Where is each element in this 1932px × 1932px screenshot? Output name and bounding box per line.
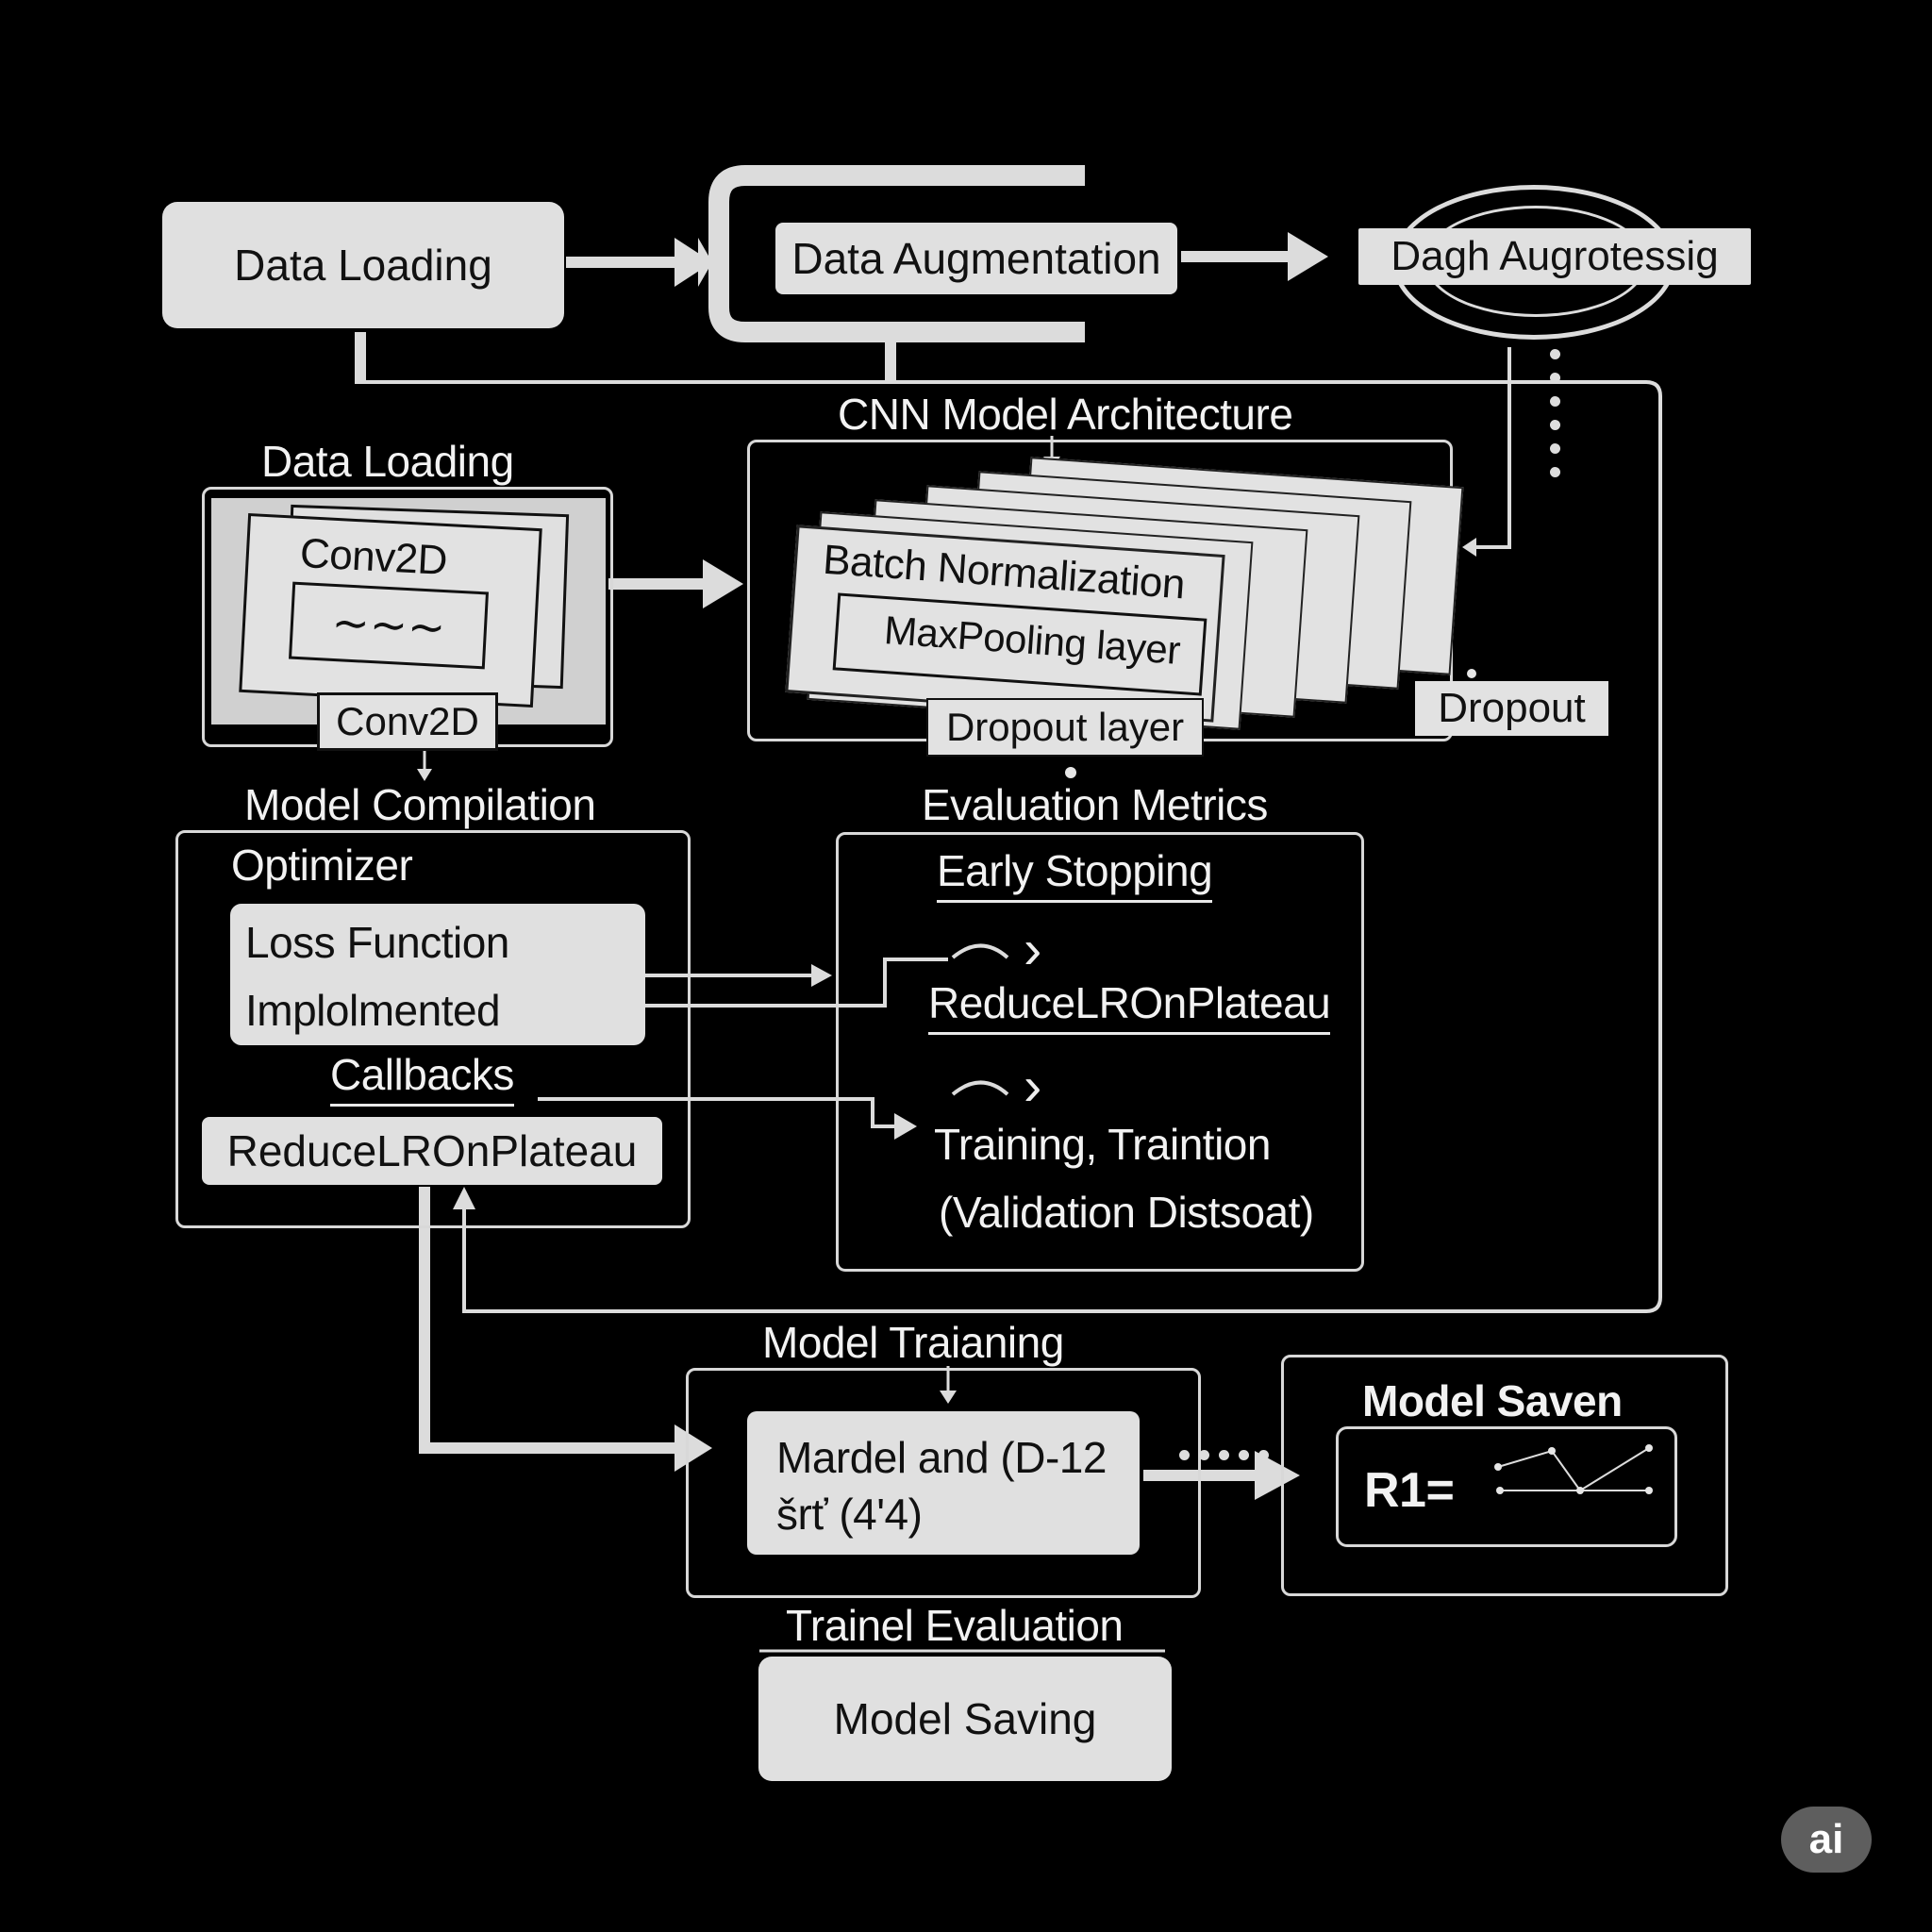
model-training-panel: [686, 1368, 1201, 1598]
loss-function-label: Loss Function: [245, 918, 509, 967]
ai-badge: ai: [1781, 1807, 1872, 1873]
wave-box: ∼∼∼: [288, 581, 490, 670]
dropout-label: Dropout: [1438, 685, 1586, 731]
conv2d-bottom-label: Conv2D: [336, 699, 479, 743]
optimizer-label: Optimizer: [231, 841, 413, 890]
r1-formula-label: R1=: [1364, 1463, 1455, 1518]
dropout-box: Dropout: [1415, 681, 1608, 736]
dropout-layer-box: Dropout layer: [926, 698, 1204, 757]
model-saving-box: Model Saving: [758, 1657, 1172, 1781]
conv2d-top-label: Conv2D: [298, 529, 449, 585]
callbacks-label: Callbacks: [330, 1049, 514, 1107]
implolmented-label: Implolmented: [245, 986, 501, 1035]
vertical-dots: [1550, 349, 1561, 477]
dagh-augrotessig-box: Dagh Augrotessig: [1358, 228, 1751, 285]
eval-reduce-lr-label: ReduceLROnPlateau: [928, 977, 1331, 1035]
dropout-layer-label: Dropout layer: [945, 705, 1185, 749]
horizontal-dots: [1179, 1450, 1269, 1460]
chevron-right-icon: ›: [1024, 1056, 1042, 1117]
model-saven-panel: [1281, 1355, 1728, 1596]
cnn-architecture-title: CNN Model Architecture: [838, 390, 1293, 439]
early-stopping-label: Early Stopping: [937, 845, 1213, 903]
model-training-line2: šrť (4'4): [776, 1490, 923, 1539]
chevron-right-icon: ›: [1024, 919, 1042, 980]
model-saven-title: Model Saven: [1362, 1376, 1623, 1425]
validation-label: (Validation Distsoat): [939, 1188, 1314, 1237]
model-training-title: Model Traianing: [762, 1318, 1064, 1367]
conv2d-bottom-box: Conv2D: [317, 692, 498, 751]
data-augmentation-box: Data Augmentation: [775, 223, 1177, 294]
model-training-line1: Mardel and (D-12: [776, 1433, 1107, 1482]
data-loading-label: Data Loading: [234, 241, 492, 290]
model-training-inner-box: [747, 1411, 1140, 1555]
data-loading-box: Data Loading: [162, 202, 564, 328]
model-saving-label: Model Saving: [833, 1694, 1097, 1743]
evaluation-metrics-title: Evaluation Metrics: [922, 780, 1268, 829]
reduce-lr-button: ReduceLROnPlateau: [202, 1117, 662, 1185]
dagh-augrotessig-label: Dagh Augrotessig: [1391, 233, 1719, 279]
model-compilation-panel: [175, 830, 691, 1228]
reduce-lr-label: ReduceLROnPlateau: [226, 1126, 638, 1175]
trainel-evaluation-title: Trainel Evaluation: [786, 1601, 1124, 1650]
formula-box: [1336, 1426, 1677, 1547]
evaluation-metrics-panel: [836, 832, 1364, 1272]
data-augmentation-label: Data Augmentation: [791, 234, 1161, 283]
model-compilation-title: Model Compilation: [244, 780, 596, 829]
data-loading-panel-title: Data Loading: [261, 437, 514, 486]
training-label: Training, Traintion: [934, 1120, 1271, 1169]
loss-function-box: [230, 904, 645, 1045]
